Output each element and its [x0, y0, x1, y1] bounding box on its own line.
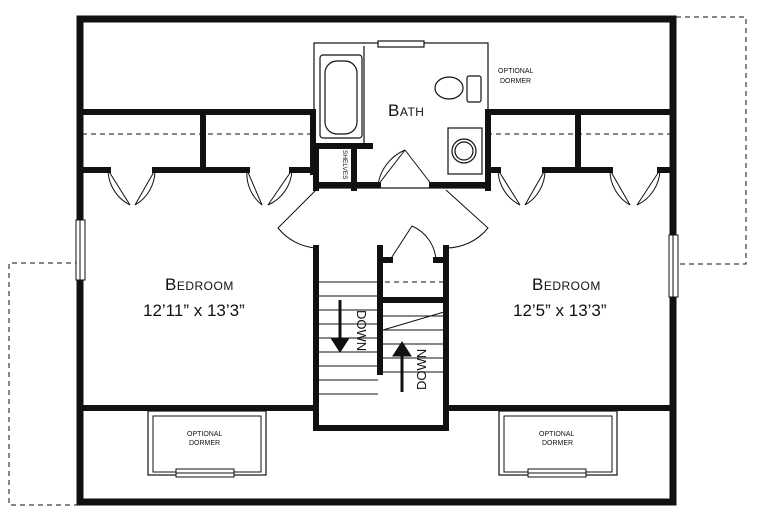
optional-dormer-top-line2: DORMER: [500, 78, 531, 85]
stairs-down-right-label: DOWN: [414, 349, 429, 390]
bedroom-left-size: 12’11” x 13’3”: [143, 301, 245, 320]
bedroom-right-name: Bedroom: [532, 275, 601, 294]
optional-dormer-top-line1: OPTIONAL: [498, 68, 534, 75]
bathtub-icon: [319, 54, 363, 139]
bath-thin-walls: [313, 40, 489, 189]
optional-dormer-right-line2: DORMER: [542, 440, 573, 447]
dormer-outline-left: [8, 262, 80, 506]
dormer-bottom-right: [498, 410, 618, 478]
optional-dormer-left-line2: DORMER: [189, 440, 220, 447]
interior-walls: [80, 109, 673, 431]
shelves-label: SHELVES: [341, 150, 348, 180]
sink-icon: [447, 127, 483, 175]
stairs-down-left-label: DOWN: [354, 310, 369, 351]
toilet-icon: [434, 75, 482, 103]
stair-treads: [319, 281, 445, 395]
bedroom-right-size: 12’5” x 13’3”: [513, 301, 607, 320]
arrow-up-icon: [392, 341, 412, 392]
bath-label: Bath: [388, 101, 424, 120]
dormer-outline-right: [676, 16, 747, 265]
dormer-bottom-left: [147, 410, 267, 478]
door-swings: [107, 149, 661, 261]
optional-dormer-left-line1: OPTIONAL: [187, 431, 223, 438]
bedroom-left-name: Bedroom: [165, 275, 234, 294]
optional-dormer-right-line1: OPTIONAL: [539, 431, 575, 438]
windows: [75, 219, 679, 298]
knee-wall-dashes: [82, 133, 670, 283]
arrow-down-icon: [330, 300, 350, 353]
